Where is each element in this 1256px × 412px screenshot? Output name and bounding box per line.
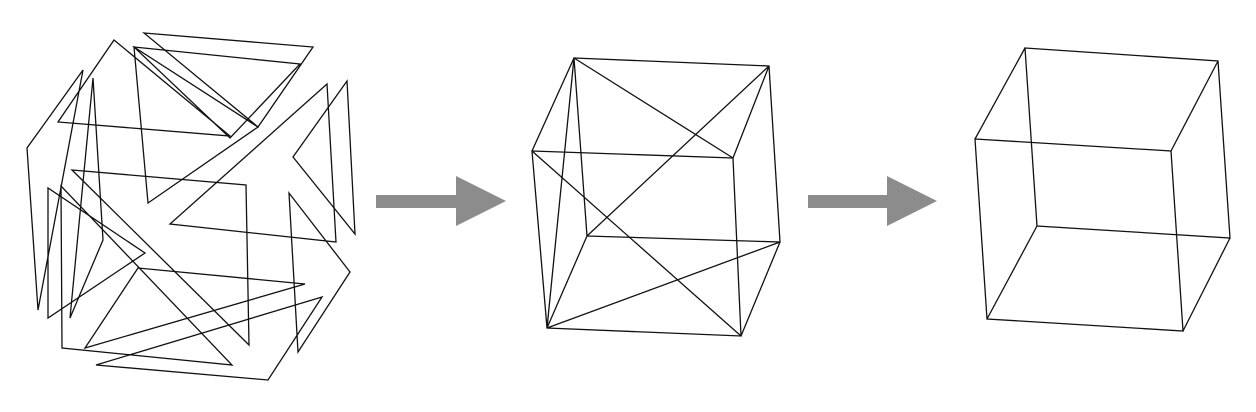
triangle-fragment bbox=[95, 295, 324, 381]
triangle-fragment bbox=[47, 186, 147, 320]
triangle-fragment bbox=[292, 79, 356, 236]
triangle-fragment bbox=[141, 32, 315, 128]
triangle-fragment bbox=[60, 184, 234, 366]
triangle-fragment bbox=[70, 169, 250, 347]
cube-edge bbox=[1170, 60, 1219, 152]
face-diagonal bbox=[546, 241, 781, 329]
triangle-fragment bbox=[83, 267, 306, 350]
cube-edge bbox=[974, 47, 1026, 140]
cube-front-face bbox=[974, 138, 1184, 332]
cube-edge bbox=[740, 241, 781, 337]
cube-edge bbox=[546, 235, 588, 329]
face-diagonal bbox=[546, 57, 575, 329]
triangle-fragment bbox=[288, 190, 351, 355]
face-diagonal bbox=[586, 65, 770, 237]
arrow-1 bbox=[376, 176, 506, 226]
scattered-triangles-group bbox=[26, 32, 356, 381]
triangulated-cube-group bbox=[531, 57, 781, 337]
wireframe-cube-group bbox=[974, 47, 1231, 332]
arrow-head bbox=[887, 176, 937, 226]
arrow-shaft bbox=[376, 195, 460, 208]
cube-edge bbox=[531, 57, 575, 152]
cube-back-face bbox=[1024, 47, 1231, 239]
triangle-fragment bbox=[132, 46, 302, 139]
triangle-fragment bbox=[69, 77, 104, 319]
face-diagonal bbox=[573, 57, 734, 159]
triangle-fragment bbox=[168, 82, 337, 243]
arrow-2 bbox=[808, 176, 937, 226]
arrow-shaft bbox=[808, 195, 892, 208]
triangle-fragment bbox=[56, 39, 233, 137]
face-diagonal bbox=[531, 150, 742, 337]
cube-back-face bbox=[573, 57, 781, 243]
cube-edge bbox=[1182, 237, 1231, 332]
arrow-head bbox=[456, 176, 506, 226]
cube-edge bbox=[732, 65, 770, 159]
cube-edge bbox=[986, 225, 1038, 320]
triangle-fragment bbox=[133, 45, 260, 205]
